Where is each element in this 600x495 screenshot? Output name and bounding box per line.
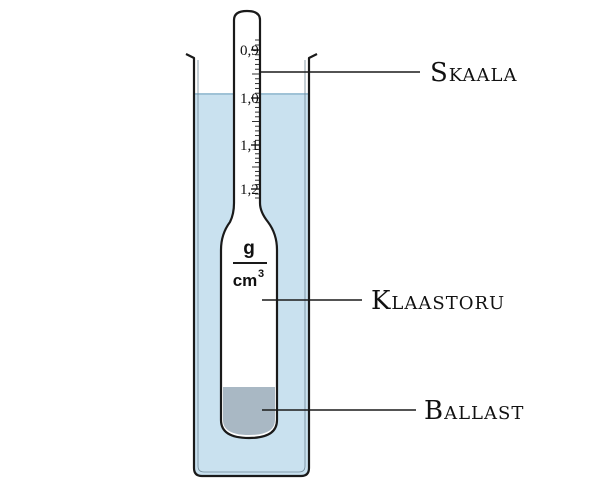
glass-tube-outline [219, 9, 279, 440]
unit-denominator: cm [233, 271, 258, 290]
scale-tick-label: 1,0 [240, 91, 259, 107]
scale-tick-label: 0,9 [240, 43, 259, 59]
unit-exponent: 3 [258, 268, 264, 280]
unit-numerator: g [243, 238, 255, 259]
label-glass-tube: Klaastoru [371, 286, 505, 316]
label-ballast: Ballast [424, 396, 524, 426]
scale-tick-label: 1,1 [240, 138, 259, 154]
label-scale: Skaala [430, 58, 517, 88]
scale-minor-ticks [252, 39, 259, 199]
beaker-inner-wall [197, 60, 306, 473]
ballast-fill [223, 387, 275, 435]
scale-major-ticks [251, 49, 259, 190]
scale-tick-label: 1,2 [240, 182, 259, 198]
beaker-outline [185, 53, 318, 478]
